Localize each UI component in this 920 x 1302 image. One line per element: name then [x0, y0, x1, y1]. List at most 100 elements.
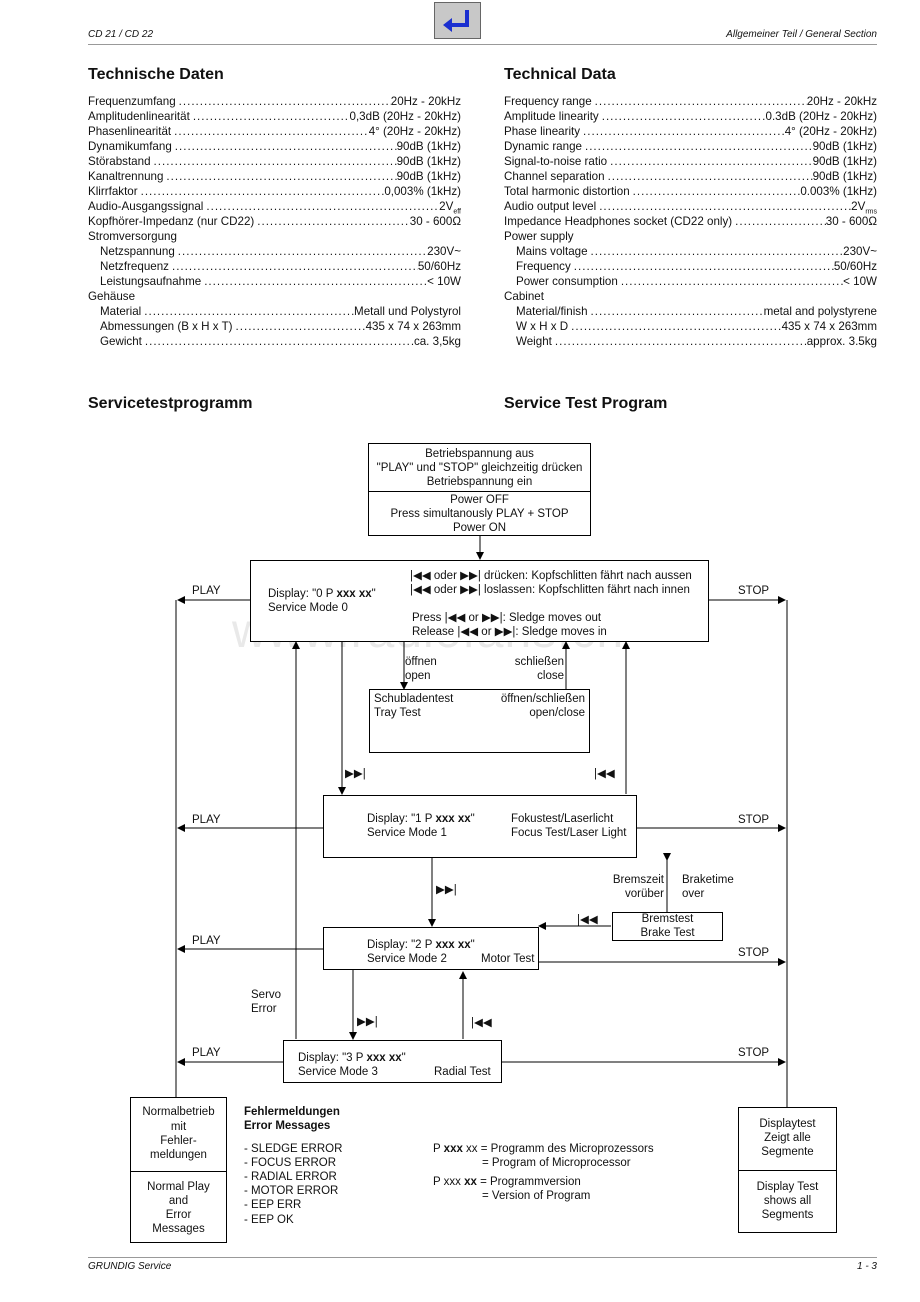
spec-list-de: Frequenzumfang20Hz - 20kHzAmplitudenline… [88, 94, 461, 349]
spec-value: 2Veff [439, 200, 461, 214]
spec-label: Netzspannung [100, 245, 175, 258]
mode0-de-line1: |◀◀ oder ▶▶| drücken: Kopfschlitten fähr… [410, 570, 692, 582]
display-de-1: Displaytest [759, 1118, 816, 1130]
tech-data-title-de: Technische Daten [88, 66, 224, 83]
spec-value: 50/60Hz [833, 260, 877, 273]
spec-label: Dynamic range [504, 140, 582, 153]
spec-value: 230V~ [843, 245, 877, 258]
spec-row: Material/finishmetal and polystyrene [504, 304, 877, 319]
spec-row: Channel separation90dB (1kHz) [504, 169, 877, 184]
mode0-de-line2: |◀◀ oder ▶▶| loslassen: Kopfschlitten fä… [410, 584, 690, 596]
skip-forward-icon: ▶▶| [357, 1016, 378, 1028]
spec-row: Amplitudenlinearität0,3dB (20Hz - 20kHz) [88, 109, 461, 124]
spec-label: Audio-Ausgangssignal [88, 200, 204, 213]
tray-action-de: öffnen/schließen [500, 693, 585, 705]
display-test-divider [739, 1170, 836, 1171]
spec-value: 0,003% (1kHz) [384, 185, 461, 198]
tray-test-en: Tray Test [374, 707, 421, 719]
start-en-3: Power ON [452, 522, 507, 534]
stop-label-3: STOP [738, 1047, 770, 1059]
spec-label: Amplitudenlinearität [88, 110, 190, 123]
spec-value: 30 - 600Ω [409, 215, 461, 228]
back-button[interactable] [434, 2, 481, 39]
brake-over-en-2: over [682, 888, 705, 900]
brake-over-de-2: vorüber [625, 888, 664, 900]
start-de-2: "PLAY" und "STOP" gleichzeitig drücken [376, 462, 583, 474]
skip-forward-icon: ▶▶| [481, 612, 503, 624]
spec-value: 435 x 74 x 263mm [781, 320, 877, 333]
spec-value: 0.003% (1kHz) [800, 185, 877, 198]
spec-label: Audio output level [504, 200, 597, 213]
skip-forward-icon: ▶▶| [345, 768, 366, 780]
spec-label: Klirrfaktor [88, 185, 138, 198]
spec-row: Netzfrequenz50/60Hz [88, 259, 461, 274]
start-en-1: Power OFF [450, 494, 509, 506]
service-mode-3-box [283, 1040, 502, 1083]
mode1-test-en: Focus Test/Laser Light [511, 827, 627, 839]
spec-row: Netzspannung230V~ [88, 244, 461, 259]
mode2-name: Service Mode 2 [367, 953, 447, 965]
display-de-3: Segmente [761, 1146, 814, 1158]
spec-row: Impedance Headphones socket (CD22 only)3… [504, 214, 877, 229]
footer-brand: GRUNDIG Service [88, 1261, 172, 1272]
error-motor: - MOTOR ERROR [244, 1185, 339, 1197]
skip-forward-icon: ▶▶| [436, 884, 457, 896]
spec-row: Weightapprox. 3.5kg [504, 334, 877, 349]
skip-back-icon: |◀◀ [471, 1017, 492, 1029]
display-de-2: Zeigt alle [764, 1132, 811, 1144]
start-en-2: Press simultanously PLAY + STOP [390, 508, 569, 520]
stop-label-0: STOP [738, 585, 770, 597]
display-en-1: Display Test [756, 1181, 819, 1193]
spec-value: metal and polystyrene [763, 305, 877, 318]
spec-row: Mains voltage230V~ [504, 244, 877, 259]
servo-error-1: Servo [251, 989, 282, 1001]
mode1-test-de: Fokustest/Laserlicht [511, 813, 614, 825]
skip-back-icon: |◀◀ [594, 768, 615, 780]
spec-value: < 10W [427, 275, 461, 288]
spec-value: 90dB (1kHz) [396, 170, 461, 183]
error-sledge: - SLEDGE ERROR [244, 1143, 343, 1155]
spec-row: W x H x D 435 x 74 x 263mm [504, 319, 877, 334]
spec-row: Kopfhörer-Impedanz (nur CD22)30 - 600Ω [88, 214, 461, 229]
play-label-2: PLAY [192, 935, 221, 947]
spec-label: W x H x D [516, 320, 569, 333]
spec-label: Signal-to-noise ratio [504, 155, 608, 168]
normal-de-4: meldungen [150, 1149, 207, 1161]
spec-row: Phasenlinearität4° (20Hz - 20kHz) [88, 124, 461, 139]
spec-row: Klirrfaktor 0,003% (1kHz) [88, 184, 461, 199]
tray-close-de: schließen [514, 656, 564, 668]
spec-label: Total harmonic distortion [504, 185, 630, 198]
mode0-name: Service Mode 0 [268, 602, 348, 614]
spec-value: < 10W [843, 275, 877, 288]
start-box [368, 443, 591, 536]
error-eep-ok: - EEP OK [244, 1214, 294, 1226]
servo-error-2: Error [251, 1003, 277, 1015]
skip-back-icon: |◀◀ [457, 626, 479, 638]
brake-test-en: Brake Test [640, 927, 695, 939]
error-eep-err: - EEP ERR [244, 1199, 302, 1211]
brake-test-de: Bremstest [641, 913, 694, 925]
play-label-0: PLAY [192, 585, 221, 597]
normal-de-2: mit [170, 1121, 187, 1133]
spec-row: Signal-to-noise ratio90dB (1kHz) [504, 154, 877, 169]
spec-row: Total harmonic distortion 0.003% (1kHz) [504, 184, 877, 199]
normal-play-divider [131, 1171, 226, 1172]
legend-version-de: P xxx xx = Programmversion [433, 1176, 581, 1188]
skip-back-icon: |◀◀ [444, 612, 466, 624]
tray-action-en: open/close [529, 707, 585, 719]
footer-rule [88, 1257, 877, 1258]
spec-label: Frequency [516, 260, 571, 273]
skip-back-icon: |◀◀ [410, 570, 431, 582]
normal-en-2: and [168, 1195, 189, 1207]
spec-value: Metall und Polystyrol [354, 305, 461, 318]
errors-title-de: Fehlermeldungen [244, 1106, 340, 1118]
spec-value: 2Vrms [851, 200, 877, 214]
spec-value: 20Hz - 20kHz [806, 95, 877, 108]
skip-forward-icon: ▶▶| [460, 584, 481, 596]
spec-row: Abmessungen (B x H x T)435 x 74 x 263mm [88, 319, 461, 334]
skip-back-icon: |◀◀ [410, 584, 431, 596]
skip-forward-icon: ▶▶| [494, 626, 516, 638]
spec-value: 435 x 74 x 263mm [365, 320, 461, 333]
spec-row: Amplitude linearity0.3dB (20Hz - 20kHz) [504, 109, 877, 124]
spec-row: Audio output level 2Vrms [504, 199, 877, 214]
